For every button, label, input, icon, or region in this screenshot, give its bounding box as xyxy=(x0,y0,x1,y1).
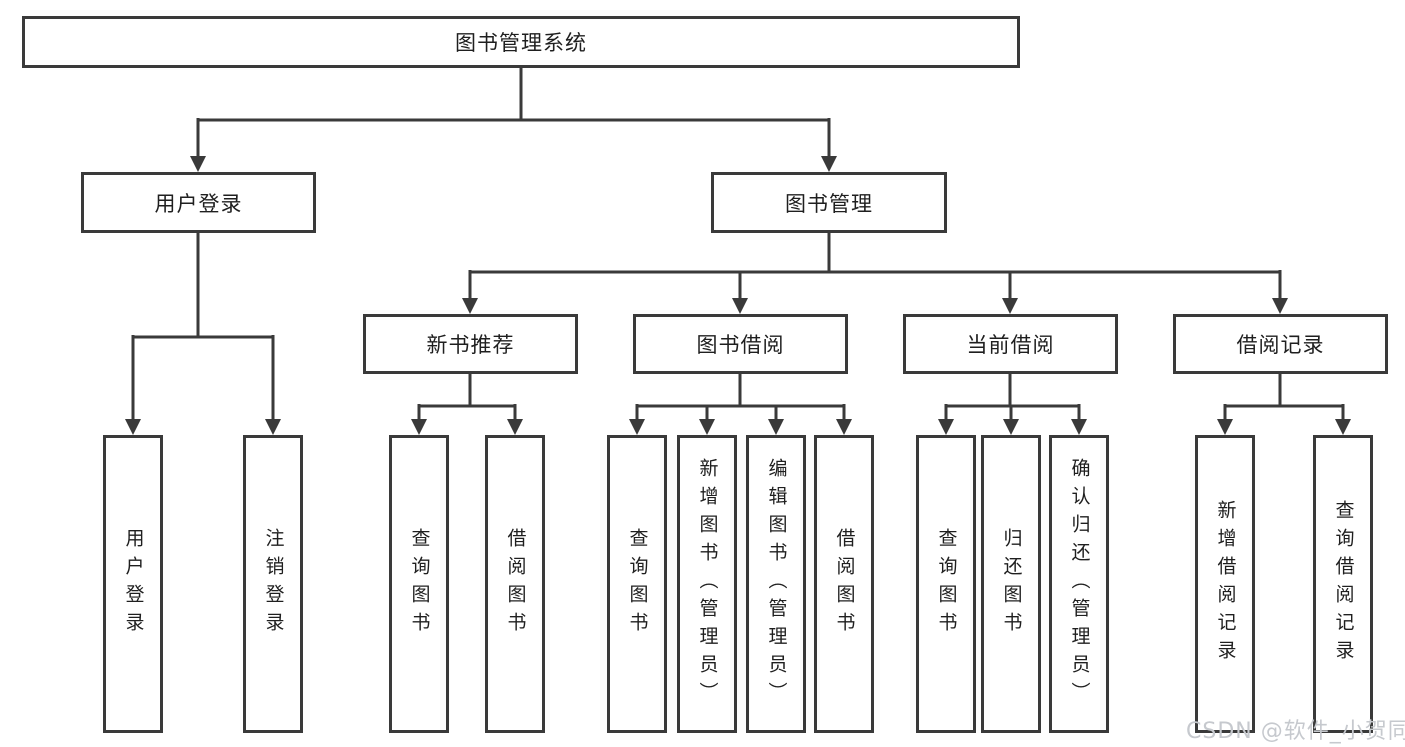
leaf-user-login: 用户登录 xyxy=(103,435,163,733)
node-book-management-branch: 图书管理 xyxy=(711,172,947,233)
leaf-label: 借阅图书 xyxy=(504,528,527,640)
node-borrow-records: 借阅记录 xyxy=(1173,314,1388,374)
connector-current-borrow-to-leaves xyxy=(938,374,1087,435)
leaf-add-books-admin: 新增图书（管理员） xyxy=(677,435,737,733)
connector-user-login-to-leaves xyxy=(125,233,281,435)
csdn-watermark: CSDN @软件_小贺同学 xyxy=(1186,719,1405,744)
connector-new-book-rec-to-leaves xyxy=(411,374,523,435)
leaf-borrow-books: 借阅图书 xyxy=(814,435,874,733)
leaf-query-borrow-record: 查询借阅记录 xyxy=(1313,435,1373,733)
node-current-borrow: 当前借阅 xyxy=(903,314,1118,374)
leaf-label: 查询图书 xyxy=(408,528,431,640)
leaf-label: 查询图书 xyxy=(935,528,958,640)
leaf-query-books-current: 查询图书 xyxy=(916,435,976,733)
connector-borrow-records-to-leaves xyxy=(1217,374,1351,435)
leaf-label: 查询图书 xyxy=(626,528,649,640)
leaf-add-borrow-record: 新增借阅记录 xyxy=(1195,435,1255,733)
leaf-borrow-books-recommend: 借阅图书 xyxy=(485,435,545,733)
leaf-label: 注销登录 xyxy=(262,528,285,640)
leaf-label: 确认归还（管理员） xyxy=(1068,458,1091,710)
node-root-system: 图书管理系统 xyxy=(22,16,1020,68)
leaf-return-books: 归还图书 xyxy=(981,435,1041,733)
leaf-query-books-borrow: 查询图书 xyxy=(607,435,667,733)
leaf-label: 新增图书（管理员） xyxy=(696,458,719,710)
leaf-logout: 注销登录 xyxy=(243,435,303,733)
leaf-label: 用户登录 xyxy=(122,528,145,640)
leaf-label: 借阅图书 xyxy=(833,528,856,640)
leaf-label: 查询借阅记录 xyxy=(1332,500,1355,668)
leaf-edit-books-admin: 编辑图书（管理员） xyxy=(746,435,806,733)
node-new-book-recommend: 新书推荐 xyxy=(363,314,578,374)
leaf-label: 新增借阅记录 xyxy=(1214,500,1237,668)
leaf-label: 编辑图书（管理员） xyxy=(765,458,788,710)
connector-root-to-level2 xyxy=(190,68,837,172)
connector-book-mgmt-to-level3 xyxy=(462,233,1288,314)
leaf-label: 归还图书 xyxy=(1000,528,1023,640)
leaf-query-books-recommend: 查询图书 xyxy=(389,435,449,733)
node-book-borrow: 图书借阅 xyxy=(633,314,848,374)
node-user-login-branch: 用户登录 xyxy=(81,172,316,233)
leaf-confirm-return-admin: 确认归还（管理员） xyxy=(1049,435,1109,733)
connector-book-borrow-to-leaves xyxy=(629,374,852,435)
